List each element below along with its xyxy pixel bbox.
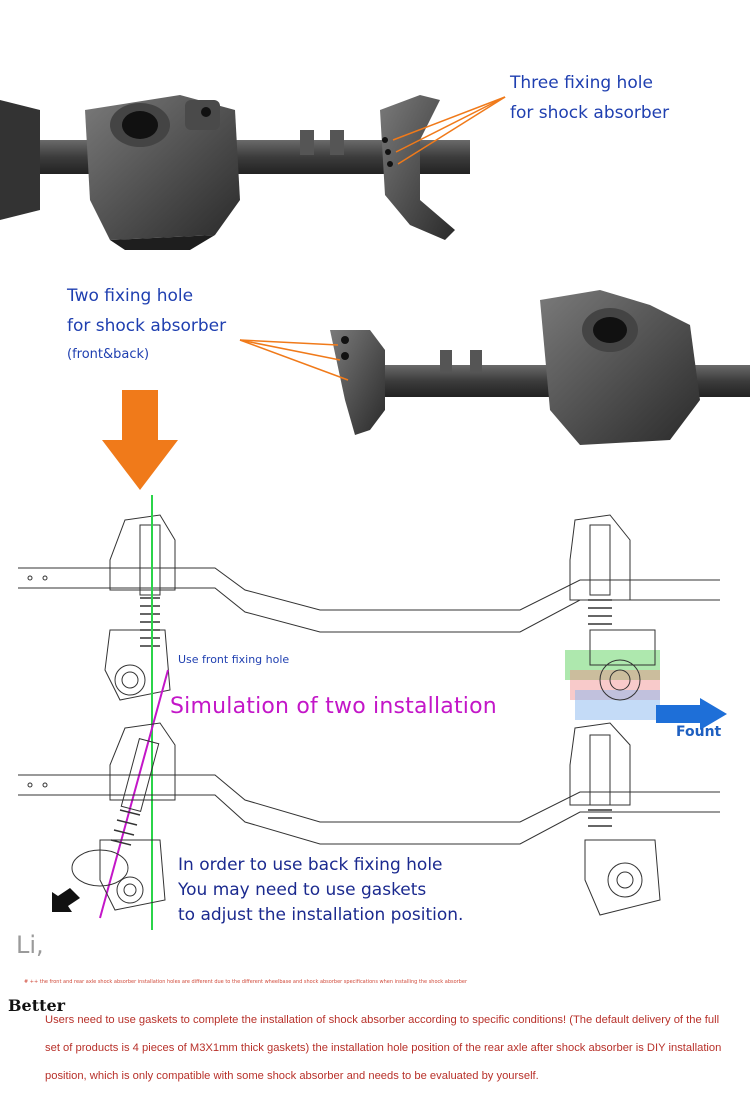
back-hole-note-line3: to adjust the installation position. [178, 905, 464, 925]
footer-heading: Better [8, 996, 66, 1015]
upper-chassis-schematic [18, 514, 720, 701]
footer-small-note: # ++ the front and rear axle shock absor… [24, 979, 468, 985]
front-axle-photo [239, 290, 750, 445]
front-hole-label: Use front fixing hole [178, 653, 290, 666]
black-direction-arrow [52, 888, 80, 912]
magenta-guide-line [99, 669, 169, 919]
orange-down-arrow [102, 390, 178, 490]
back-hole-note-line1: In order to use back fixing hole [178, 855, 443, 875]
footer-paragraph: Users need to use gaskets to complete th… [45, 1014, 722, 1082]
right-axle-overlay [565, 629, 660, 720]
simulation-title: Simulation of two installation [170, 694, 497, 719]
direction-arrow [656, 698, 727, 730]
direction-label: Fount [676, 724, 722, 740]
three-holes-label-line1: Three fixing hole [510, 73, 653, 93]
rear-axle-photo [0, 95, 506, 250]
lower-chassis-schematic [18, 722, 720, 916]
back-hole-note-line2: You may need to use gaskets [178, 880, 427, 900]
front-back-note: (front&back) [67, 347, 150, 362]
two-holes-label-line2: for shock absorber [67, 316, 227, 336]
footer-mark: Li, [16, 931, 44, 959]
two-holes-label-line1: Two fixing hole [67, 286, 194, 306]
three-holes-label-line2: for shock absorber [510, 103, 670, 123]
